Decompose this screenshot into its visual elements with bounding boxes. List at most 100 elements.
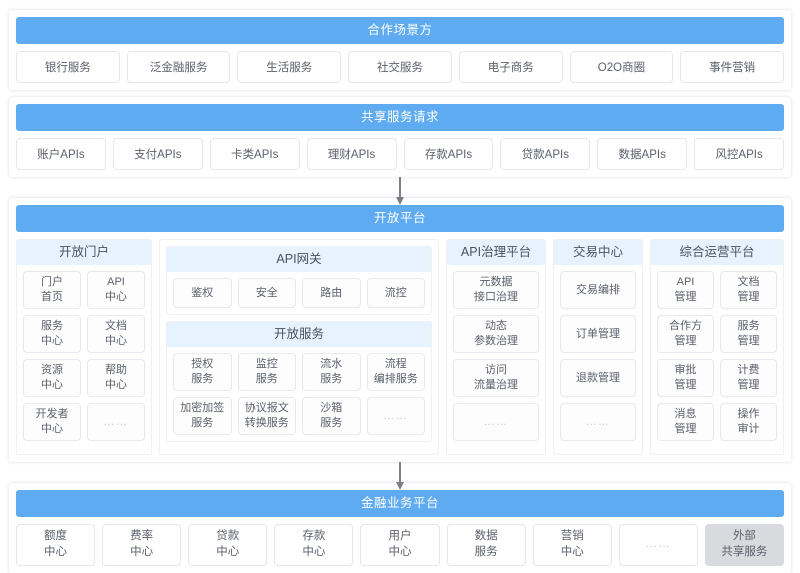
tile-label-line: 授权 bbox=[191, 358, 214, 371]
tile-label-line: 服务 bbox=[320, 417, 343, 429]
tile-label-line: 中心 bbox=[41, 423, 63, 435]
tile-label-line: 数据 bbox=[474, 530, 498, 543]
tile-label-line: 中心 bbox=[105, 335, 127, 347]
tile-label-line: 中心 bbox=[388, 546, 412, 558]
chip-item[interactable]: 存款中心 bbox=[274, 524, 354, 566]
tile-label-line: 管理 bbox=[737, 379, 760, 391]
tile-item[interactable]: 鉴权 bbox=[173, 278, 232, 308]
tile-item[interactable]: 路由 bbox=[302, 278, 361, 308]
tile-item[interactable]: 动态参数治理 bbox=[453, 315, 539, 353]
tile-item[interactable]: 合作方管理 bbox=[657, 315, 714, 353]
tile-label-line: 银行服务 bbox=[44, 62, 91, 74]
tile-item[interactable]: 沙箱服务 bbox=[302, 397, 361, 435]
tile-item[interactable]: 文档管理 bbox=[720, 271, 777, 309]
chip-item[interactable]: 营销中心 bbox=[532, 524, 612, 566]
chip-item[interactable]: 社交服务 bbox=[348, 51, 452, 83]
chip-item[interactable]: 泛金融服务 bbox=[126, 51, 231, 83]
gateway-panel: API网关鉴权安全路由流控 bbox=[166, 246, 432, 315]
tile-item[interactable]: 消息管理 bbox=[657, 403, 714, 441]
tile-item[interactable]: 流程编排服务 bbox=[366, 353, 425, 391]
tile-label-line: 中心 bbox=[302, 546, 326, 558]
tile-label-line: O2O商圈 bbox=[597, 62, 646, 74]
tile-label-line: 操作 bbox=[737, 408, 760, 421]
tile-label-line: 动态 bbox=[485, 320, 507, 333]
chip-item[interactable]: 费率中心 bbox=[102, 524, 182, 566]
tile-item[interactable]: 监控服务 bbox=[237, 353, 296, 391]
tile-label-line: 中心 bbox=[41, 379, 63, 391]
ellipsis-glyph: …… bbox=[483, 415, 509, 428]
chip-item[interactable]: 额度中心 bbox=[16, 524, 96, 566]
tile-label-line: 管理 bbox=[674, 379, 697, 391]
tile-item[interactable]: 订单管理 bbox=[560, 315, 636, 353]
tile-label-line: 存款APIs bbox=[424, 149, 473, 161]
tile-item[interactable]: 开发者中心 bbox=[23, 403, 81, 441]
chip-item[interactable]: 数据服务 bbox=[446, 524, 526, 566]
tile-item[interactable]: 操作审计 bbox=[720, 403, 777, 441]
tile-label-line: 用户 bbox=[388, 530, 412, 543]
chip-item[interactable]: 支付APIs bbox=[112, 138, 203, 170]
open-service-panel: 开放服务授权服务监控服务流水服务流程编排服务加密加签服务协议报文转换服务沙箱服务… bbox=[166, 321, 432, 442]
tile-label-line: 服务 bbox=[474, 546, 498, 558]
chip-item[interactable]: 贷款中心 bbox=[188, 524, 268, 566]
chip-item[interactable]: 风控APIs bbox=[694, 138, 784, 170]
tile-item[interactable]: 计费管理 bbox=[720, 359, 777, 397]
tile-label-line: 贷款 bbox=[216, 530, 240, 543]
tile-label-line: 支付APIs bbox=[134, 149, 182, 161]
tile-item[interactable]: 文档中心 bbox=[87, 315, 145, 353]
tile-item[interactable]: 门户首页 bbox=[23, 271, 81, 309]
tile-more[interactable]: …… bbox=[366, 397, 425, 435]
tile-item[interactable]: 服务中心 bbox=[23, 315, 81, 353]
chip-item[interactable]: 贷款APIs bbox=[500, 138, 591, 170]
tile-item[interactable]: 流水服务 bbox=[302, 353, 361, 391]
tile-item[interactable]: 流控 bbox=[366, 278, 425, 308]
tile-item[interactable]: 协议报文转换服务 bbox=[237, 397, 296, 435]
chip-item[interactable]: 卡类APIs bbox=[209, 138, 300, 170]
tile-label-line: 编排服务 bbox=[373, 373, 418, 385]
tile-item[interactable]: 退款管理 bbox=[560, 359, 636, 397]
tile-label-line: 额度 bbox=[44, 530, 68, 543]
chip-more[interactable]: …… bbox=[618, 524, 698, 566]
tile-label-line: 沙箱 bbox=[320, 402, 343, 415]
tile-label-line: API bbox=[107, 276, 125, 289]
platform-column-2: API网关鉴权安全路由流控开放服务授权服务监控服务流水服务流程编排服务加密加签服… bbox=[159, 239, 439, 455]
chip-item[interactable]: O2O商圈 bbox=[569, 51, 674, 83]
chip-item[interactable]: 生活服务 bbox=[237, 51, 342, 83]
ellipsis-glyph: …… bbox=[103, 415, 129, 428]
tile-label-line: 流控 bbox=[384, 286, 407, 299]
tile-item[interactable]: 授权服务 bbox=[173, 353, 232, 391]
tile-label-line: 社交服务 bbox=[377, 62, 424, 74]
tile-item[interactable]: 元数据接口治理 bbox=[453, 271, 539, 309]
tile-item[interactable]: 安全 bbox=[237, 278, 296, 308]
chip-item[interactable]: 事件营销 bbox=[680, 51, 785, 83]
chip-item[interactable]: 理财APIs bbox=[306, 138, 397, 170]
tile-label-line: 流程 bbox=[384, 358, 407, 371]
chip-item[interactable]: 电子商务 bbox=[458, 51, 563, 83]
tile-more[interactable]: …… bbox=[560, 403, 636, 441]
tile-item[interactable]: 资源中心 bbox=[23, 359, 81, 397]
chip-item[interactable]: 账户APIs bbox=[16, 138, 106, 170]
tile-label-line: 管理 bbox=[674, 423, 697, 435]
tile-item[interactable]: 服务管理 bbox=[720, 315, 777, 353]
tile-label-line: 门户 bbox=[41, 276, 63, 289]
tile-item[interactable]: 加密加签服务 bbox=[173, 397, 232, 435]
tile-more[interactable]: …… bbox=[87, 403, 145, 441]
chip-item[interactable]: 用户中心 bbox=[360, 524, 440, 566]
tile-item[interactable]: 审批管理 bbox=[657, 359, 714, 397]
tile-label-line: 贷款APIs bbox=[521, 149, 569, 161]
tile-label-line: 元数据 bbox=[479, 276, 513, 289]
chip-item[interactable]: 数据APIs bbox=[597, 138, 688, 170]
tile-item[interactable]: 访问流量治理 bbox=[453, 359, 539, 397]
column-header: 综合运营平台 bbox=[651, 240, 783, 265]
chip-item[interactable]: 外部共享服务 bbox=[704, 524, 784, 566]
tile-item[interactable]: 帮助中心 bbox=[87, 359, 145, 397]
tile-item[interactable]: 交易编排 bbox=[560, 271, 636, 309]
chip-item[interactable]: 银行服务 bbox=[16, 51, 120, 83]
chip-item[interactable]: 存款APIs bbox=[403, 138, 494, 170]
tile-more[interactable]: …… bbox=[453, 403, 539, 441]
